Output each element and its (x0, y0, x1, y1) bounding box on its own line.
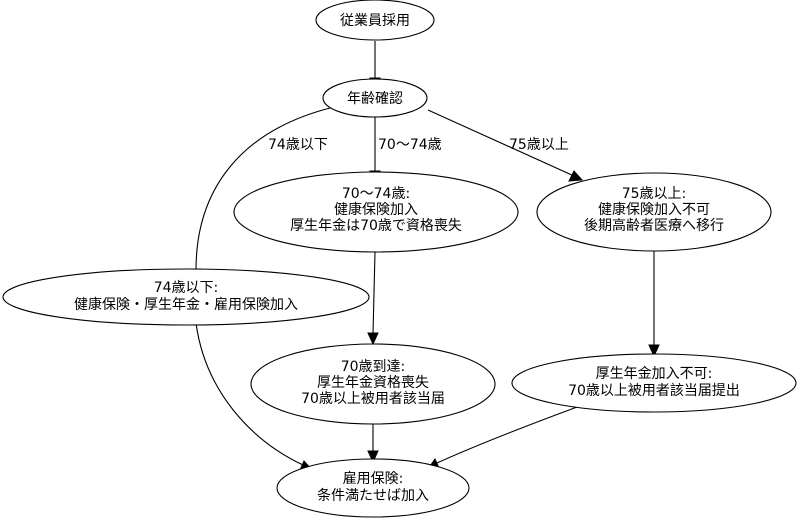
node-age-check-shape (322, 78, 428, 118)
node-age-70-74: 70〜74歳: 健康保険加入 厚生年金は70歳で資格喪失 (233, 171, 519, 253)
node-age-75-plus: 75歳以上: 健康保険加入不可 後期高齢者医療へ移行 (536, 172, 772, 252)
node-pension-not-shape (511, 353, 797, 413)
node-under-74-line-2: 健康保険・厚生年金・雇用保険加入 (74, 296, 298, 313)
node-reach-70: 70歳到達: 厚生年金資格喪失 70歳以上被用者該当届 (250, 343, 496, 425)
node-under-74-line-1: 74歳以下: (154, 280, 219, 296)
node-hire-shape (315, 0, 435, 41)
node-hire: 従業員採用 (315, 0, 435, 41)
node-under-74-shape (2, 268, 370, 326)
node-reach-70-line-1: 70歳到達: (341, 359, 406, 375)
node-reach-70-line-2: 厚生年金資格喪失 (317, 375, 429, 391)
edge-70-74-to-reach-70 (372, 251, 376, 335)
node-pension-not-line-1: 厚生年金加入不可: (596, 366, 713, 382)
arrowhead-employment-ins-center (367, 450, 379, 464)
node-hire-line-1: 従業員採用 (340, 13, 410, 29)
node-age-70-74-line-3: 厚生年金は70歳で資格喪失 (290, 218, 462, 234)
edge-pension-not-to-employment-ins (436, 402, 589, 464)
node-reach-70-shape (250, 343, 496, 425)
node-age-75-plus-shape (536, 172, 772, 252)
node-age-75-plus-line-1: 75歳以上: (622, 186, 687, 202)
node-pension-not-line-2: 70歳以上被用者該当届提出 (568, 383, 740, 399)
edge-age-check-to-under-74 (195, 106, 335, 271)
node-age-75-plus-line-3: 後期高齢者医療へ移行 (584, 217, 724, 234)
node-age-70-74-line-2: 健康保険加入 (334, 201, 418, 218)
edge-labels: 74歳以下 70〜74歳 75歳以上 (268, 137, 569, 153)
node-pension-not: 厚生年金加入不可: 70歳以上被用者該当届提出 (511, 353, 797, 413)
node-age-70-74-line-1: 70〜74歳: (342, 186, 410, 202)
edge-under-74-to-employment-ins (195, 322, 304, 466)
node-under-74: 74歳以下: 健康保険・厚生年金・雇用保険加入 (2, 268, 370, 326)
node-employment-ins: 雇用保険: 条件満たせば加入 (276, 458, 470, 518)
node-employment-ins-shape (276, 458, 470, 518)
node-employment-ins-line-1: 雇用保険: (343, 470, 404, 487)
node-age-check: 年齢確認 (322, 78, 428, 118)
node-age-70-74-shape (233, 171, 519, 253)
edge-label-70-74: 70〜74歳 (378, 137, 442, 153)
arrowhead-reach-70 (367, 332, 379, 346)
edge-age-check-to-75-plus (427, 109, 575, 177)
arrowhead-75-plus (568, 170, 584, 182)
edge-label-under-74: 74歳以下 (268, 137, 328, 153)
node-age-check-line-1: 年齢確認 (347, 91, 403, 107)
node-employment-ins-line-2: 条件満たせば加入 (317, 487, 429, 504)
arrowhead-pension-not (648, 344, 660, 358)
node-age-75-plus-line-2: 健康保険加入不可 (598, 201, 710, 218)
edge-label-75-plus: 75歳以上 (509, 137, 569, 153)
node-reach-70-line-3: 70歳以上被用者該当届 (301, 391, 445, 407)
